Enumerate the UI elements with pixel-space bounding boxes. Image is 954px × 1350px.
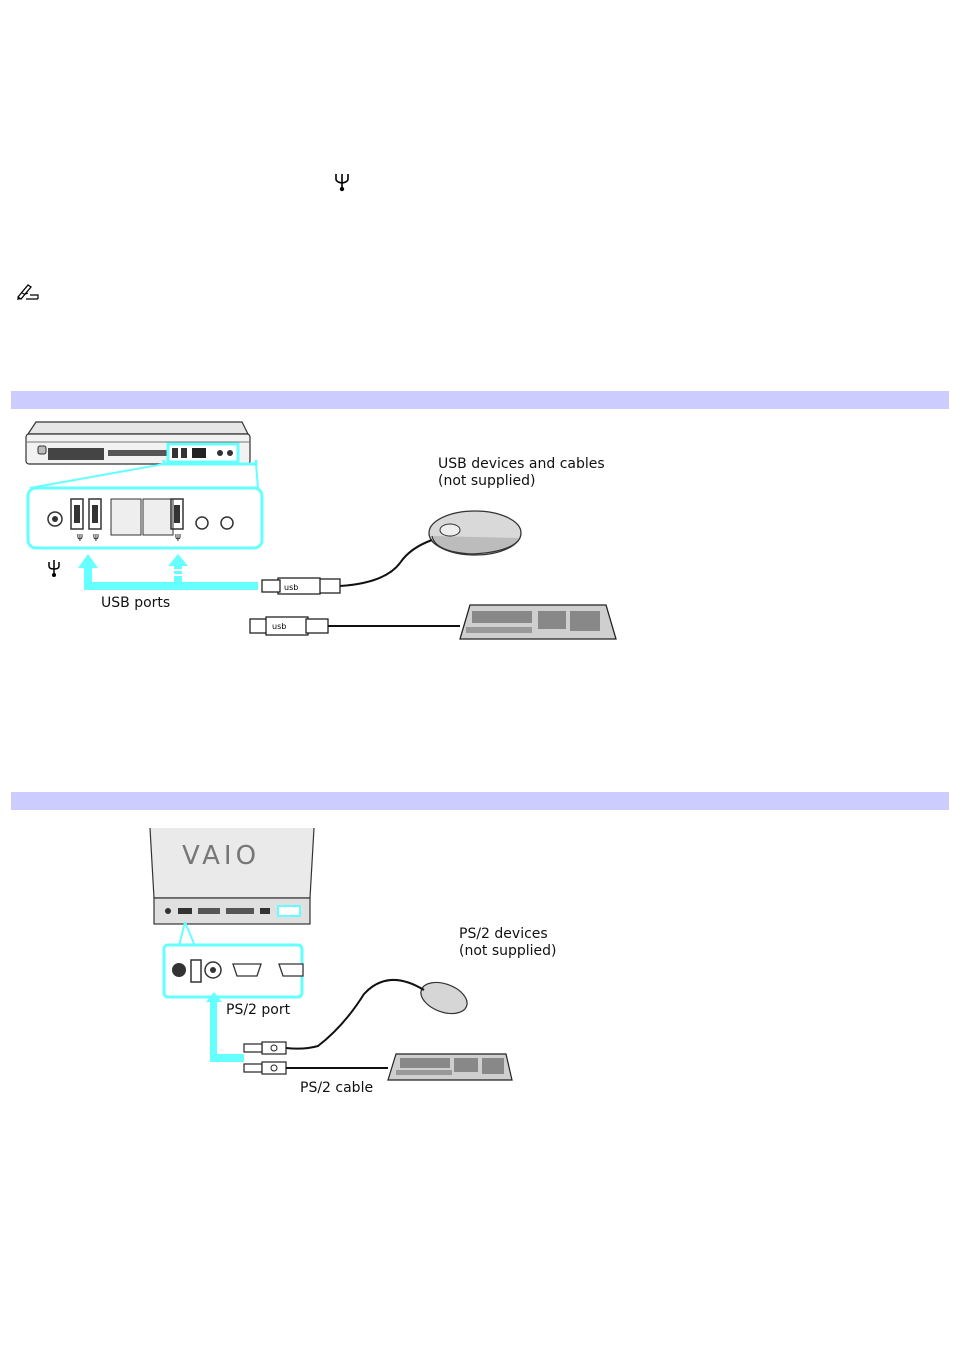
- usb-devices-label-line2: (not supplied): [438, 473, 536, 490]
- usb-ports-arrows: [78, 552, 268, 592]
- ps2-keyboard-and-cable: [240, 1050, 515, 1086]
- svg-text:ψ: ψ: [93, 532, 99, 542]
- usb-ports-label: USB ports: [101, 595, 170, 612]
- section-band-ps2: [11, 792, 949, 810]
- svg-text:usb: usb: [272, 622, 286, 631]
- svg-text:usb: usb: [284, 583, 298, 592]
- usb-keyboard-and-cable: usb: [248, 603, 620, 645]
- usb-port-panel-callout: ψ ψ ψ: [27, 487, 263, 549]
- section-band-usb: [11, 391, 949, 409]
- ps2-port-label: PS/2 port: [226, 1002, 290, 1019]
- ps2-cable-label: PS/2 cable: [300, 1080, 373, 1097]
- svg-text:ψ: ψ: [175, 532, 181, 542]
- usb-mouse-and-cable: usb: [260, 508, 525, 603]
- usb-devices-label-line1: USB devices and cables: [438, 456, 605, 473]
- svg-text:ψ: ψ: [77, 532, 83, 542]
- ps2-devices-label-line1: PS/2 devices: [459, 926, 548, 943]
- usb-symbol-small-icon: [46, 558, 62, 578]
- note-pencil-icon: [16, 283, 40, 301]
- svg-text:VAIO: VAIO: [182, 841, 260, 871]
- usb-icon: [333, 170, 351, 192]
- ps2-devices-label-line2: (not supplied): [459, 943, 557, 960]
- vaio-laptop-back-view: VAIO: [148, 828, 316, 928]
- usb-port-callout-connector: [160, 460, 270, 490]
